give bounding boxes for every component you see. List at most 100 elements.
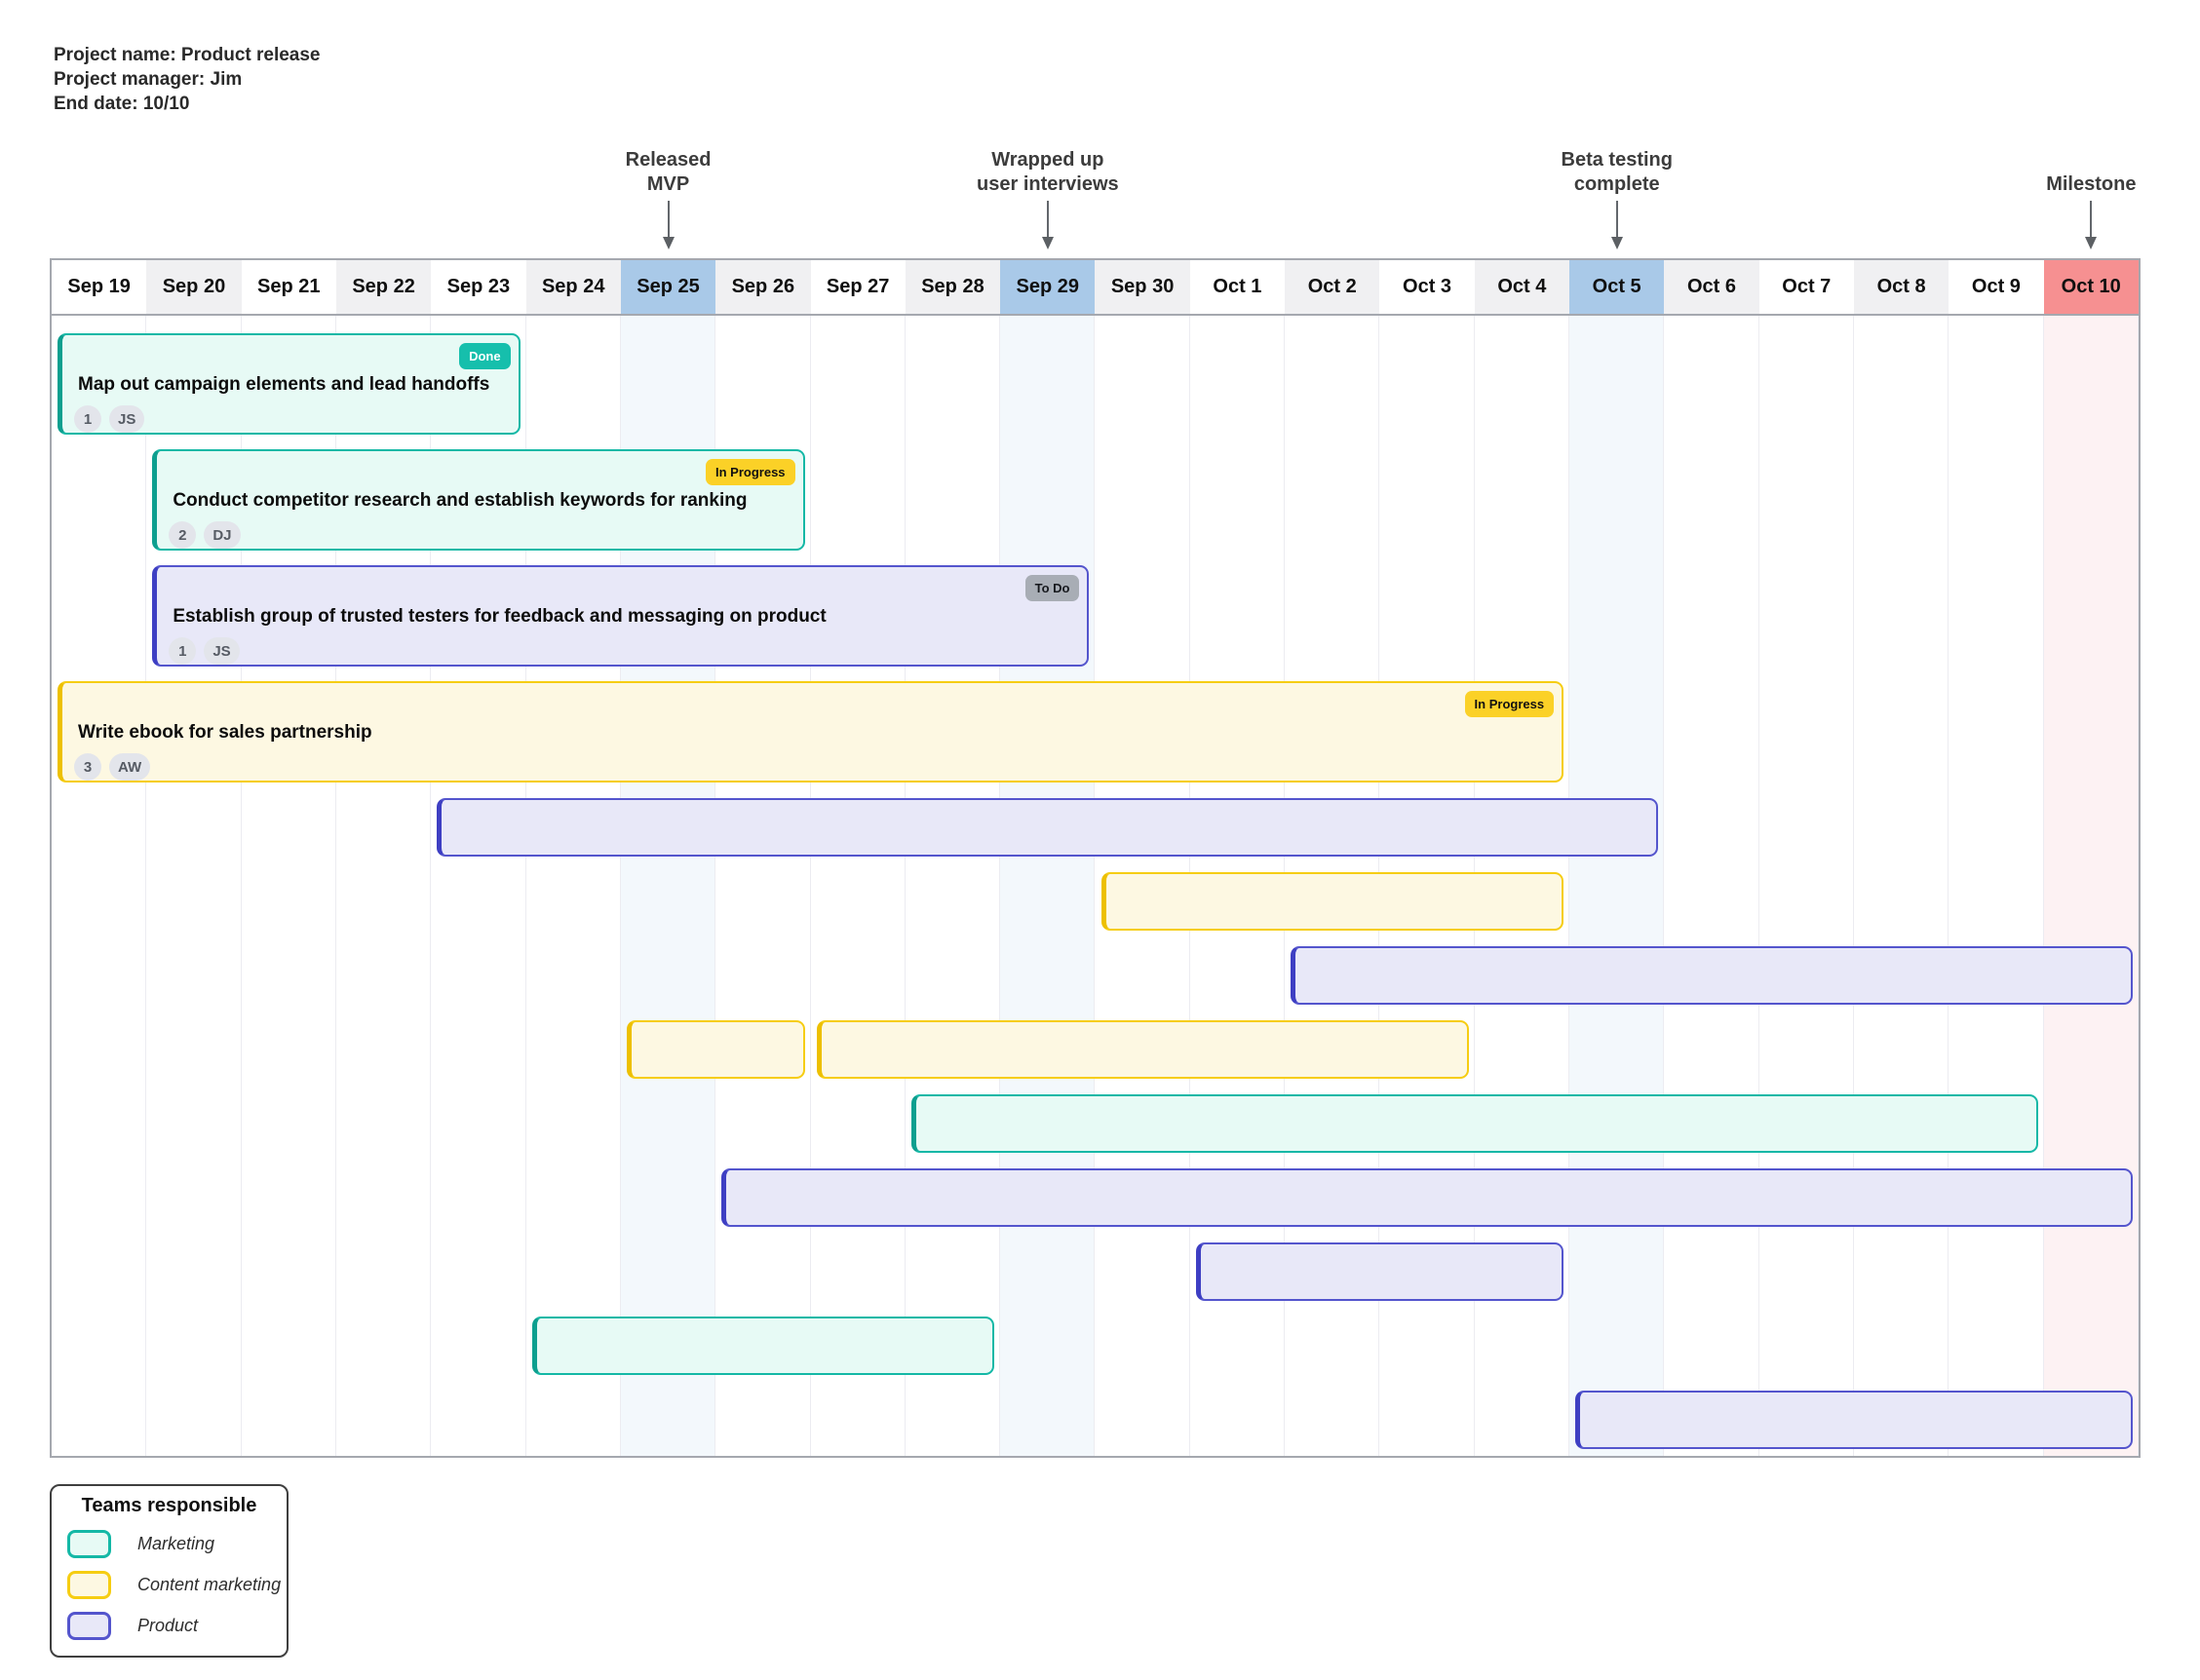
task-bar[interactable] (910, 1094, 2038, 1153)
legend-label: Content marketing (137, 1575, 282, 1594)
milestone-label-line: Released (625, 149, 712, 171)
task-bar[interactable]: Map out campaign elements and lead hando… (58, 333, 521, 435)
down-arrow-icon (662, 201, 675, 249)
count-chip: 2 (169, 521, 197, 549)
gantt-body: Map out campaign elements and lead hando… (52, 316, 2139, 1456)
date-header-cell: Sep 30 (1095, 260, 1190, 314)
date-header-cell: Sep 22 (335, 260, 432, 314)
assignee-chip: JS (204, 637, 240, 665)
assignee-chip: AW (109, 753, 151, 781)
date-header-cell: Oct 4 (1474, 260, 1569, 314)
status-badge: To Do (1024, 575, 1080, 601)
legend-item: Product (67, 1612, 287, 1640)
task-bar[interactable] (531, 1317, 995, 1375)
legend-swatch (67, 1571, 111, 1599)
day-column (52, 316, 147, 1456)
day-column (2043, 316, 2139, 1456)
arrow-line (1615, 201, 1618, 237)
day-column (1854, 316, 1949, 1456)
milestone-label-line: Beta testing (1561, 149, 1673, 171)
status-badge: Done (459, 343, 511, 369)
project-name-line: Project name: Product release (54, 45, 321, 65)
date-header-cell: Sep 28 (905, 260, 1001, 314)
day-column (811, 316, 906, 1456)
arrow-line (2090, 201, 2093, 237)
date-header-cell: Sep 23 (431, 260, 526, 314)
date-header-cell: Sep 20 (146, 260, 242, 314)
date-header-cell: Oct 8 (1853, 260, 1949, 314)
task-bar[interactable] (816, 1020, 1469, 1079)
day-column (715, 316, 811, 1456)
task-bar[interactable]: Establish group of trusted testers for f… (152, 565, 1090, 667)
day-column (526, 316, 621, 1456)
down-arrow-icon (2084, 201, 2098, 249)
day-column (1000, 316, 1096, 1456)
date-header-cell: Sep 24 (525, 260, 621, 314)
day-column (431, 316, 526, 1456)
count-chip: 1 (169, 637, 197, 665)
day-column (242, 316, 336, 1456)
milestone-label-line: Wrapped up (991, 149, 1104, 171)
arrow-head (2085, 237, 2098, 249)
task-bar[interactable] (1575, 1391, 2133, 1449)
arrow-line (1046, 201, 1049, 237)
date-header-cell: Oct 2 (1285, 260, 1380, 314)
task-title: Conduct competitor research and establis… (173, 490, 748, 511)
status-badge: In Progress (706, 459, 795, 485)
task-title: Map out campaign elements and lead hando… (78, 374, 490, 395)
arrow-head (662, 237, 675, 249)
legend-swatch (67, 1530, 111, 1558)
legend-swatch (67, 1612, 111, 1640)
date-header-cell: Oct 3 (1379, 260, 1475, 314)
task-bar[interactable] (1291, 946, 2133, 1005)
date-header-cell: Sep 27 (810, 260, 906, 314)
date-header-cell: Oct 1 (1189, 260, 1286, 314)
legend-item: Marketing (67, 1530, 287, 1558)
day-column (1475, 316, 1570, 1456)
task-title: Write ebook for sales partnership (78, 722, 372, 743)
milestone-label-line: MVP (646, 173, 690, 195)
date-header-cell: Oct 6 (1664, 260, 1759, 314)
status-badge: In Progress (1464, 691, 1555, 717)
task-bar[interactable] (626, 1020, 805, 1079)
day-column (1949, 316, 2044, 1456)
milestone-label: Milestone (1925, 136, 2200, 197)
date-header-cell: Sep 25 (620, 260, 716, 314)
task-bar[interactable]: Conduct competitor research and establis… (152, 449, 805, 551)
legend-label: Marketing (137, 1534, 215, 1553)
project-manager-line: Project manager: Jim (54, 69, 243, 90)
task-bar[interactable] (1100, 872, 1564, 931)
end-date-line: End date: 10/10 (54, 94, 190, 114)
date-header-cell: Sep 29 (1000, 260, 1096, 314)
down-arrow-icon (1041, 201, 1055, 249)
task-title: Establish group of trusted testers for f… (173, 606, 827, 627)
arrow-head (1041, 237, 1054, 249)
arrow-line (667, 201, 670, 237)
task-bar[interactable] (1195, 1242, 1564, 1301)
legend-item: Content marketing (67, 1571, 287, 1599)
assignee-chip: DJ (204, 521, 241, 549)
day-column (1569, 316, 1665, 1456)
arrow-head (1610, 237, 1623, 249)
task-bar[interactable] (437, 798, 1659, 857)
date-header-cell: Sep 21 (241, 260, 336, 314)
day-column (146, 316, 242, 1456)
task-bar[interactable] (721, 1168, 2133, 1227)
day-column (336, 316, 432, 1456)
down-arrow-icon (1610, 201, 1624, 249)
task-bar[interactable]: Write ebook for sales partnership In Prog… (58, 681, 1564, 783)
legend-title: Teams responsible (81, 1495, 257, 1516)
milestone-label-line: user interviews (977, 173, 1119, 195)
day-column (1664, 316, 1759, 1456)
day-column (906, 316, 1001, 1456)
